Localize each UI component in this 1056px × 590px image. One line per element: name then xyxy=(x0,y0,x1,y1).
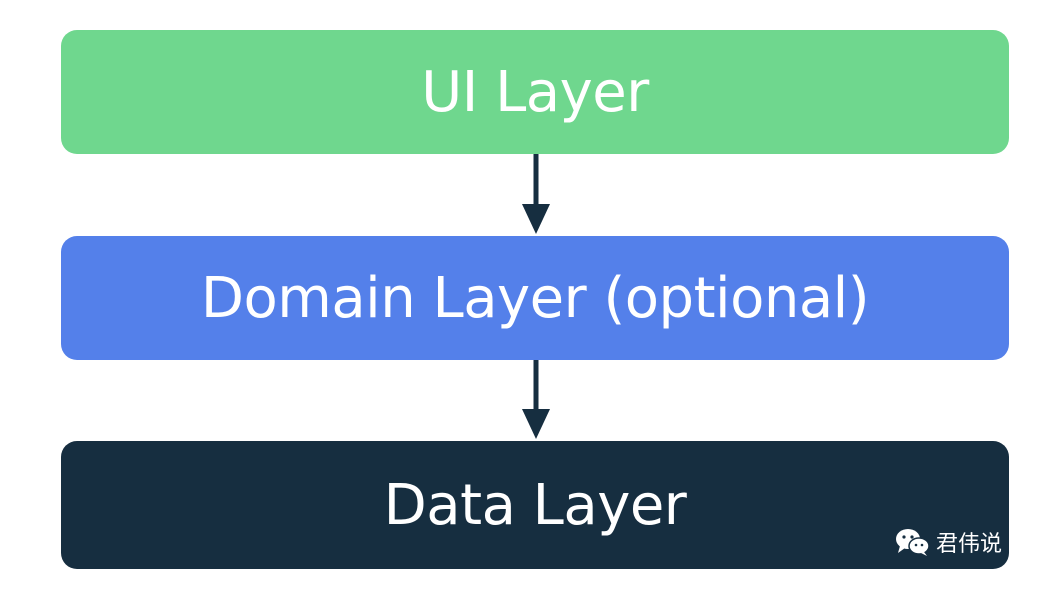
data-layer-box: Data Layer xyxy=(61,441,1009,569)
ui-layer-box: UI Layer xyxy=(61,30,1009,154)
domain-layer-label: Domain Layer (optional) xyxy=(200,265,870,331)
ui-layer-label: UI Layer xyxy=(421,59,649,125)
watermark-text: 君伟说 xyxy=(936,532,1003,557)
arrow-domain-to-data xyxy=(522,360,550,439)
wechat-icon xyxy=(896,529,930,556)
data-layer-label: Data Layer xyxy=(383,472,687,538)
watermark: 君伟说 xyxy=(894,526,1002,558)
domain-layer-box: Domain Layer (optional) xyxy=(61,236,1009,360)
arrow-ui-to-domain xyxy=(522,154,550,234)
